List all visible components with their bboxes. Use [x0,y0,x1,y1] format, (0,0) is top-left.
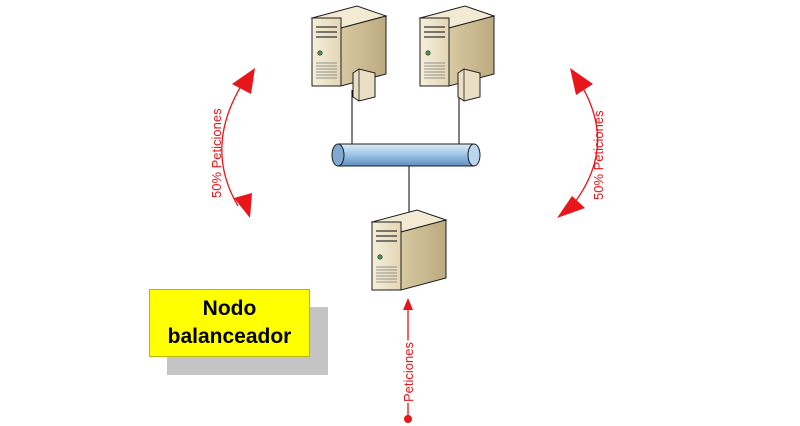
left-flow-arrow [221,68,255,218]
balancer-label-box: Nodo balanceador [149,289,310,357]
right-flow-label: 50% Peticiones [591,110,606,200]
network-bus [331,143,481,167]
balancer-label-line2: balanceador [167,325,292,348]
server-1-icon [311,5,387,102]
balancer-server-icon [371,209,447,291]
balancer-label-line1: Nodo [202,297,257,320]
incoming-requests-arrow [403,298,413,423]
server-2-icon [419,5,495,102]
left-flow-label: 50% Peticiones [209,108,224,198]
incoming-requests-label: Peticiones [401,342,416,402]
right-flow-arrow [557,68,599,218]
